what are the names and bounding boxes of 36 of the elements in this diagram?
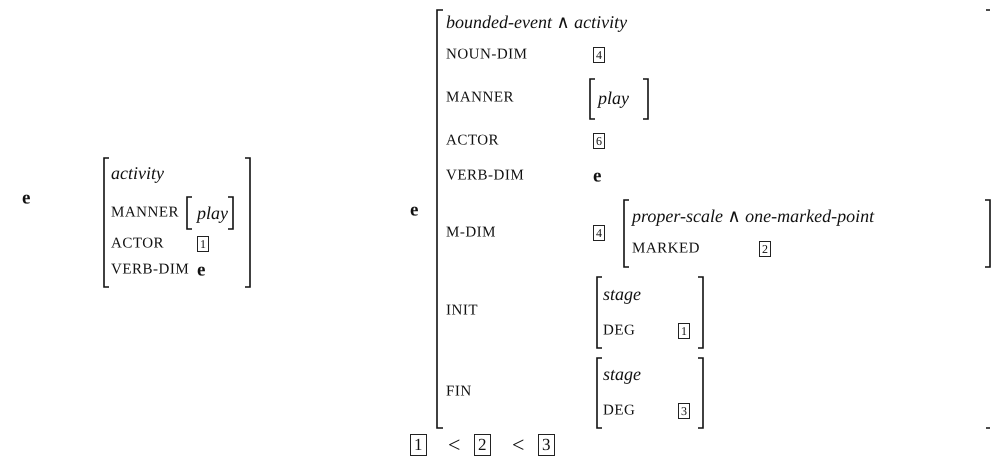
tag-number: 6	[593, 133, 605, 149]
feature-name: FIN	[446, 384, 472, 400]
less-than-sign: <	[512, 434, 524, 456]
type-label: proper-scale ∧ one-marked-point	[632, 207, 874, 225]
type-label: stage	[603, 285, 641, 303]
variable-label: e	[197, 260, 206, 280]
feature-name: NOUN-DIM	[446, 48, 528, 62]
value-text: play	[598, 89, 629, 107]
feature-name: MARKED	[632, 242, 700, 256]
tag-number: 3	[538, 434, 554, 456]
type-label: activity	[111, 164, 164, 182]
feature-name: ACTOR	[111, 236, 164, 252]
variable-label: e	[593, 166, 602, 186]
tag-number: 3	[678, 403, 690, 419]
tag-number: 1	[678, 323, 690, 339]
feature-name: VERB-DIM	[446, 168, 524, 184]
feature-name: DEG	[603, 324, 636, 338]
variable-label: e	[22, 188, 30, 208]
tag-number: 4	[593, 47, 605, 63]
tag-number: 1	[410, 434, 426, 456]
tag-number: 2	[759, 241, 771, 257]
feature-name: MANNER	[446, 90, 514, 106]
tag-number: 2	[474, 434, 490, 456]
feature-name: ACTOR	[446, 134, 500, 148]
feature-name: VERB-DIM	[111, 262, 190, 278]
variable-label: e	[410, 200, 418, 220]
feature-name: M-DIM	[446, 226, 496, 240]
feature-name: MANNER	[111, 206, 180, 220]
tag-number: 1	[197, 236, 209, 252]
less-than-sign: <	[448, 434, 460, 456]
tag-number: 4	[593, 225, 605, 241]
value-text: play	[197, 204, 228, 222]
feature-name: DEG	[603, 404, 636, 418]
type-label: bounded-event ∧ activity	[446, 13, 628, 31]
feature-name: INIT	[446, 304, 478, 318]
type-label: stage	[603, 365, 641, 383]
